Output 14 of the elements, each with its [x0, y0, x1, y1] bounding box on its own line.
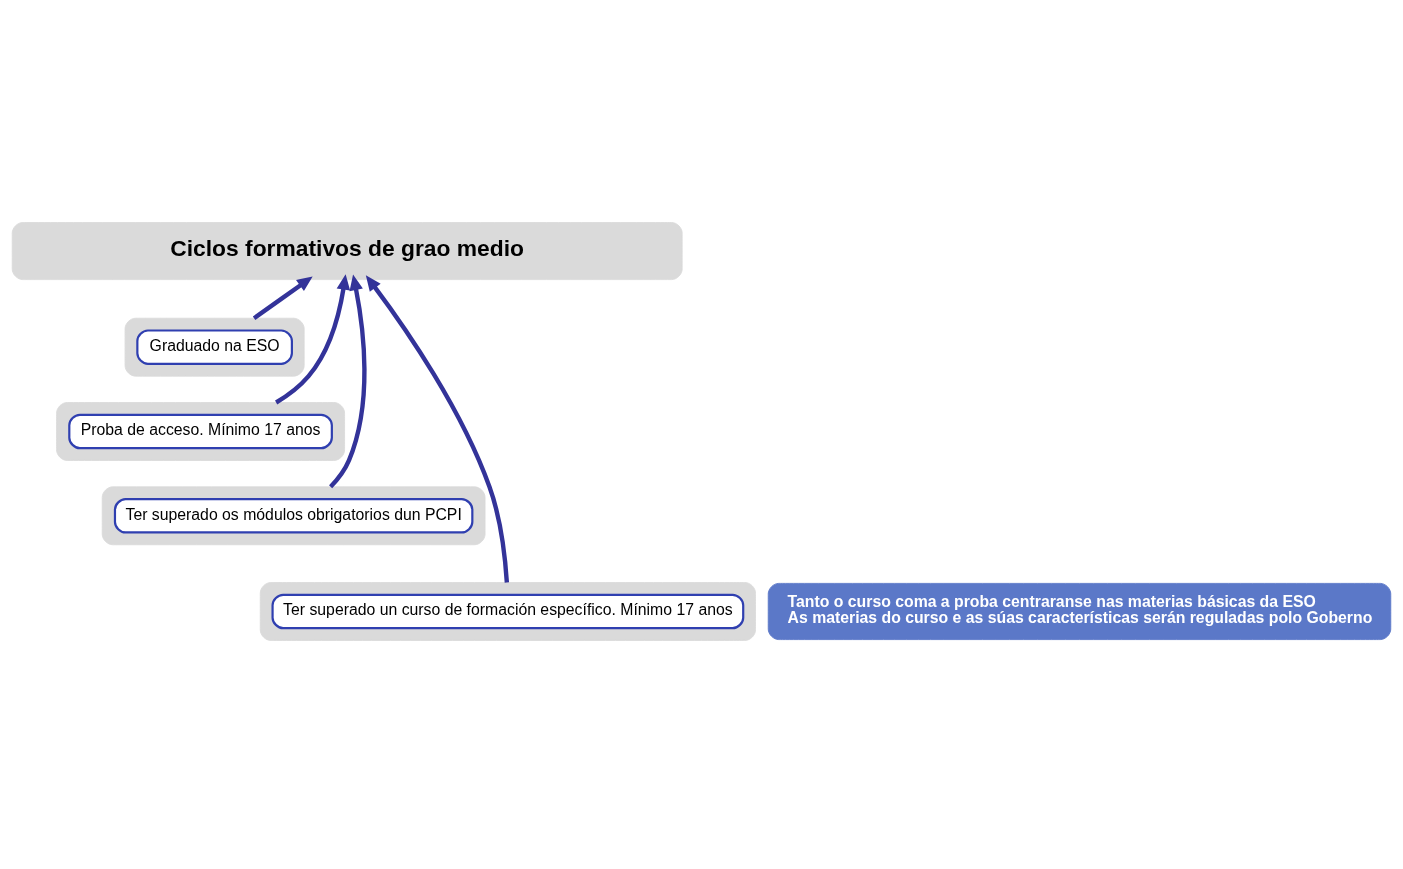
cluster [124, 317, 305, 377]
arrow [329, 274, 367, 488]
node-box: Ciclos formativos de grao medio [11, 221, 683, 280]
node-box: Ter superado un curso de formación específico. Mínimo 17 anos [271, 593, 745, 629]
node-box: Ter superado os módulos obrigatorios dun PCPI [113, 497, 474, 534]
cluster [56, 401, 345, 461]
arrow [252, 276, 313, 320]
node-box: Graduado na ESO [136, 328, 293, 365]
node-box: Tanto o curso coma a proba centraranse nas materias básicas da ESO As materias do curso e as súas características serán reguladas polo Goberno [767, 582, 1392, 640]
arrow [275, 273, 351, 404]
cluster [259, 581, 756, 641]
node-box: Proba de acceso. Mínimo 17 anos [68, 413, 333, 449]
arrow [365, 274, 510, 583]
cluster [101, 485, 486, 545]
